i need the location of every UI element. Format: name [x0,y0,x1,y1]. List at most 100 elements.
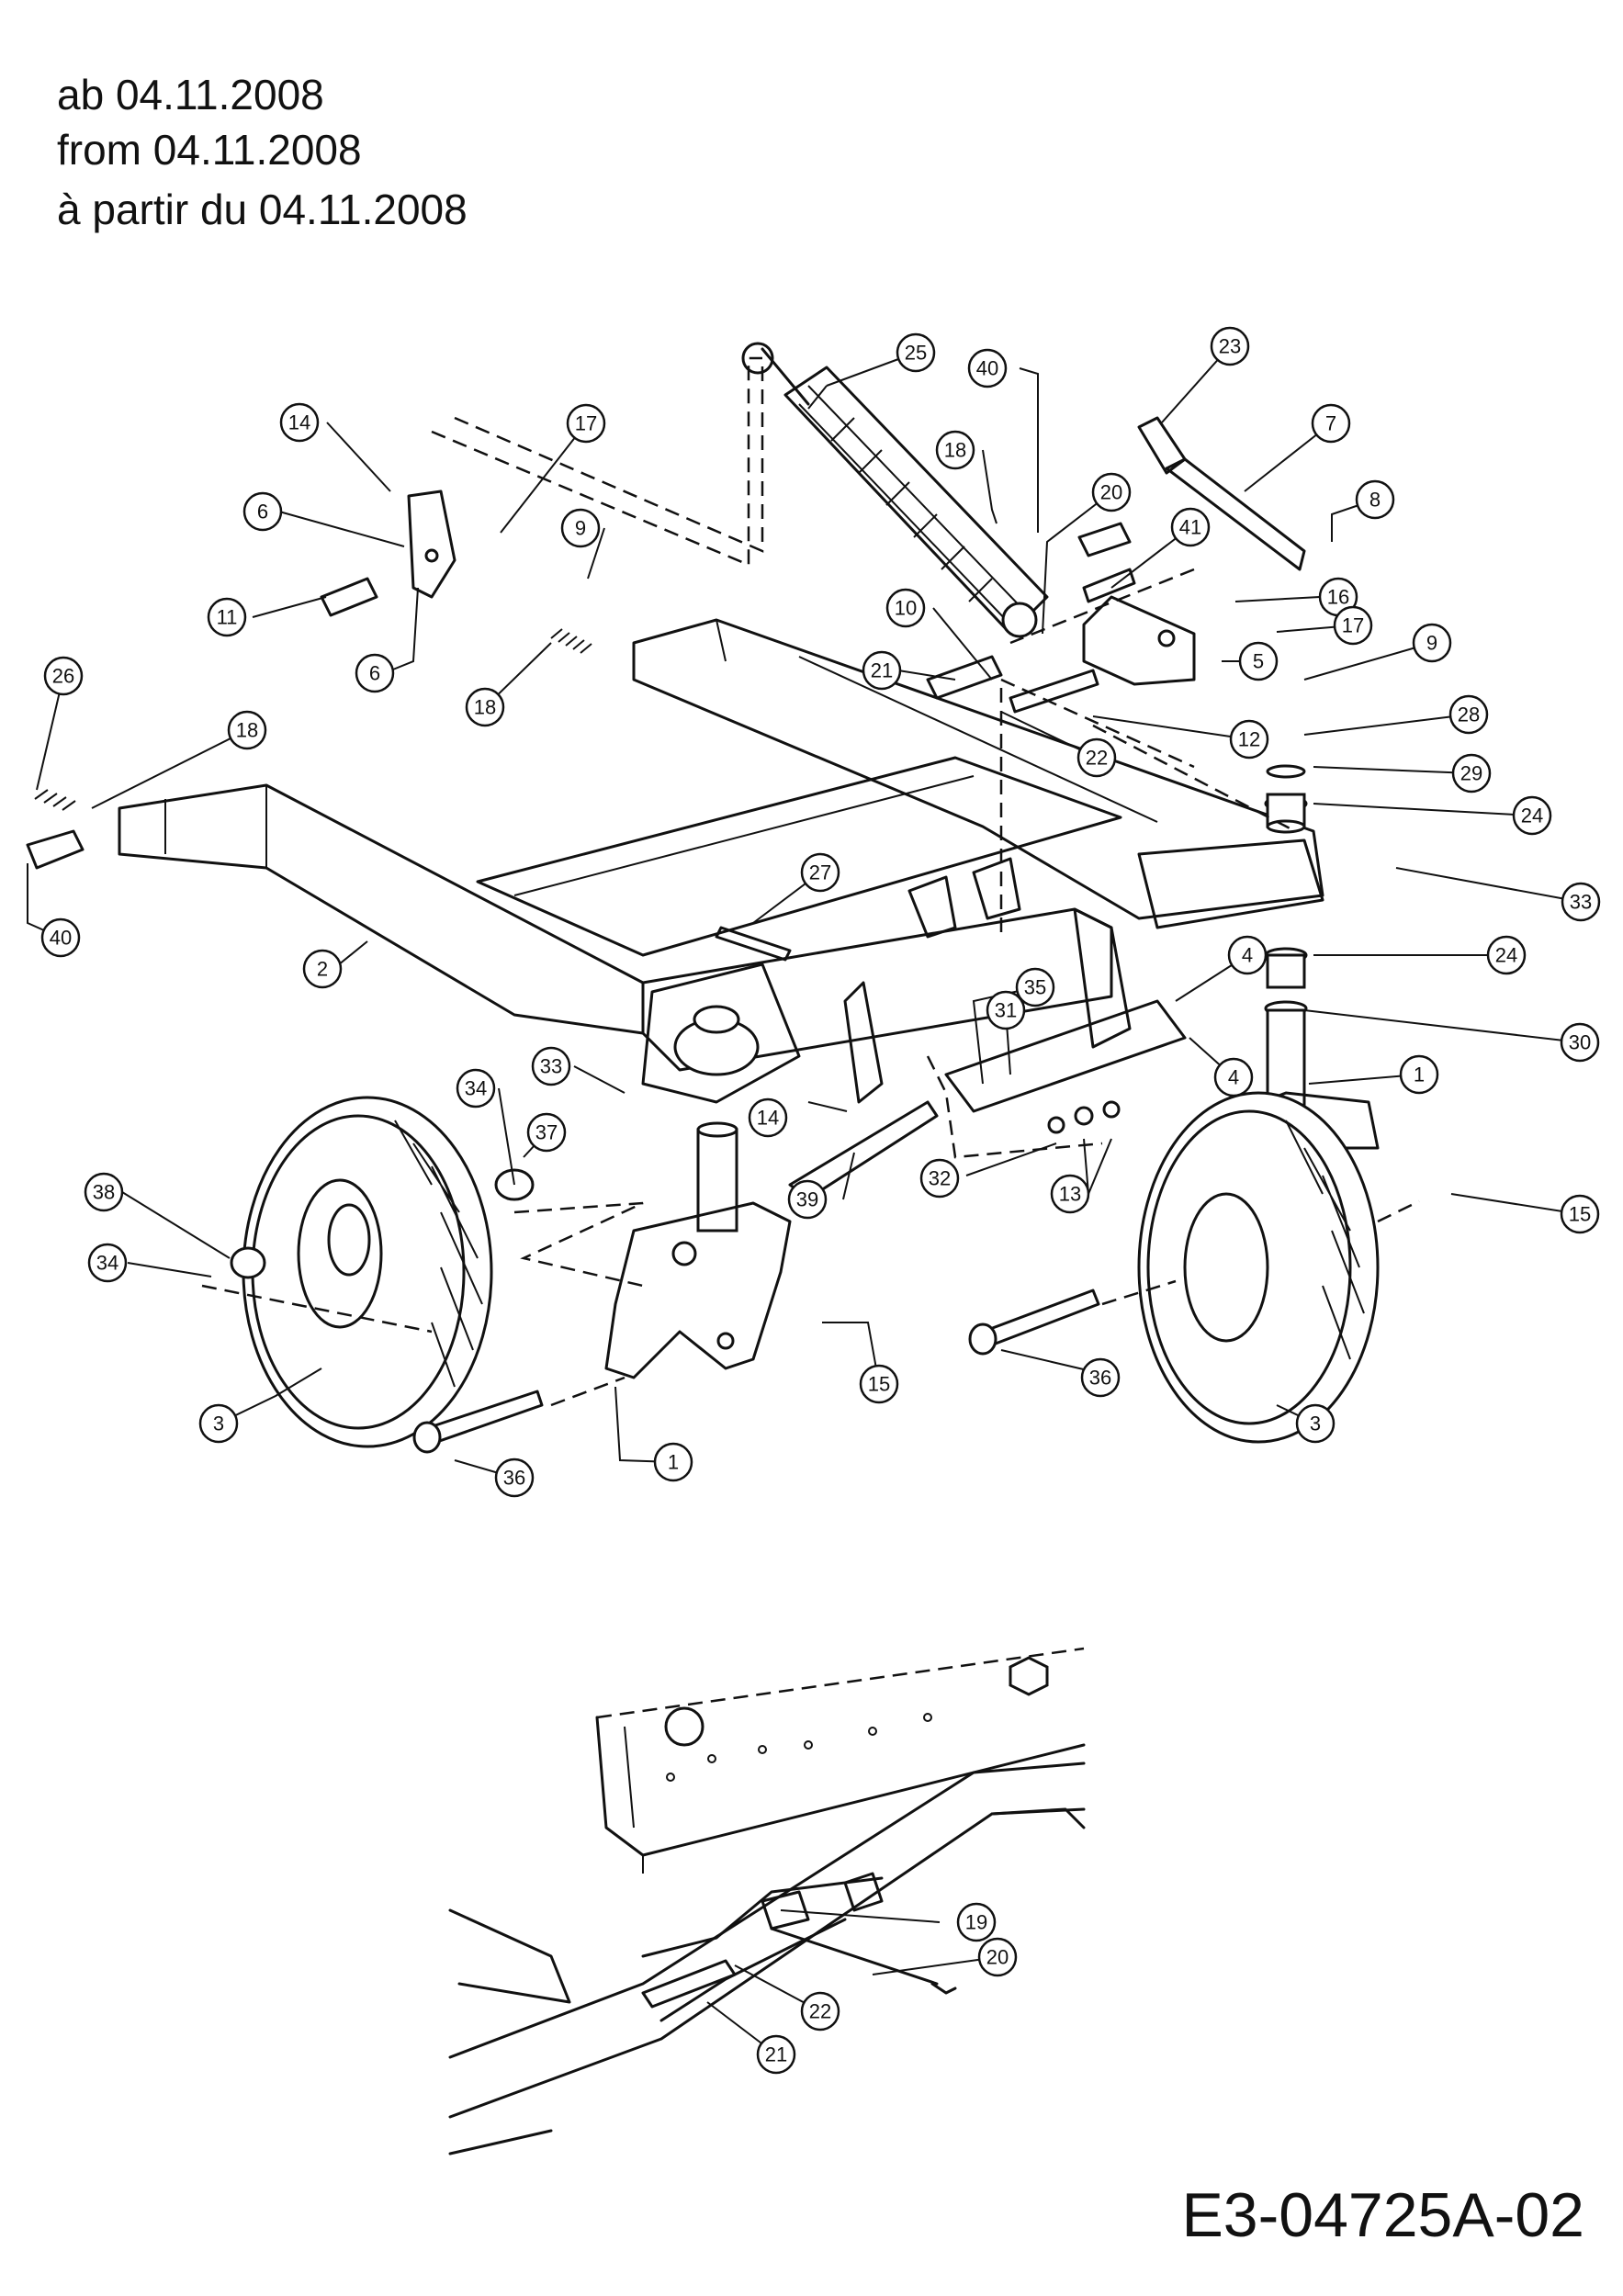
axle-bolts [412,1289,1100,1454]
callout-label: 18 [474,696,496,719]
callout-33: 33 [1561,882,1601,922]
callout-label: 16 [1327,586,1349,609]
header-valid-from-fr: à partir du 04.11.2008 [57,186,468,233]
callout-label: 11 [217,606,238,629]
callout-18: 18 [465,687,505,727]
callout-37: 37 [526,1112,567,1153]
callout-11: 11 [207,597,247,637]
callout-label: 29 [1460,762,1482,785]
callout-39: 39 [787,1179,828,1220]
callout-label: 14 [757,1107,779,1130]
callout-17: 17 [566,403,606,444]
callout-label: 12 [1238,728,1260,751]
callout-18: 18 [935,430,975,470]
callout-15: 15 [859,1364,899,1404]
callout-label: 13 [1059,1183,1081,1206]
callout-label: 4 [1228,1066,1239,1089]
callout-label: 8 [1369,489,1381,512]
callout-12: 12 [1229,719,1269,760]
callout-4: 4 [1213,1057,1254,1097]
callout-26: 26 [43,656,84,696]
callout-label: 10 [895,597,917,620]
callout-3: 3 [198,1403,239,1444]
callout-40: 40 [40,917,81,958]
callout-label: 33 [1570,891,1592,914]
right-bracket [1082,595,1196,686]
callout-label: 24 [1495,944,1517,967]
callout-label: 1 [668,1451,679,1474]
callout-label: 9 [575,517,586,540]
springs [34,628,592,811]
callout-28: 28 [1448,694,1489,735]
callout-label: 31 [995,999,1017,1022]
callout-41: 41 [1170,507,1211,547]
callout-20: 20 [1091,472,1132,512]
callout-23: 23 [1210,326,1250,366]
callout-1: 1 [653,1442,693,1482]
callout-label: 30 [1569,1031,1591,1054]
detail-view [448,1647,1086,2155]
callout-14: 14 [279,402,320,443]
callout-label: 9 [1426,632,1437,655]
callout-18: 18 [227,710,267,750]
callout-label: 17 [575,412,597,435]
callout-label: 6 [369,662,380,685]
callout-40: 40 [967,348,1008,388]
callout-label: 41 [1179,516,1201,539]
callout-label: 36 [1089,1367,1111,1390]
callout-label: 33 [540,1055,562,1078]
callout-label: 18 [236,719,258,742]
callout-label: 20 [986,1946,1009,1969]
pins [26,522,1136,870]
callout-27: 27 [800,852,840,893]
callout-label: 34 [96,1252,118,1275]
callout-label: 25 [905,342,927,365]
callout-34: 34 [456,1068,496,1109]
callout-4: 4 [1227,935,1268,975]
callout-label: 36 [503,1467,525,1490]
callout-label: 3 [213,1412,224,1435]
callout-16: 16 [1318,577,1358,617]
callout-7: 7 [1311,403,1351,444]
callout-19: 19 [956,1902,997,1942]
callout-33: 33 [531,1046,571,1086]
callout-6: 6 [355,653,395,693]
callout-label: 17 [1342,614,1364,637]
left-caster [604,1121,792,1379]
callout-label: 37 [535,1121,558,1144]
callout-35: 35 [1015,967,1055,1007]
left-bracket [407,490,456,599]
document-id: E3-04725A-02 [1181,2180,1584,2250]
callout-24: 24 [1486,935,1527,975]
left-wheel [230,1096,535,1448]
callout-10: 10 [885,588,926,628]
callout-label: 32 [929,1167,951,1190]
callout-32: 32 [919,1158,960,1199]
callout-label: 24 [1521,805,1543,827]
assembly-guide-lines [201,356,1420,1407]
callout-1: 1 [1399,1054,1439,1095]
callout-2: 2 [302,949,343,989]
callout-label: 4 [1242,944,1253,967]
callout-9: 9 [1412,623,1452,663]
callout-label: 15 [868,1373,890,1396]
callout-20: 20 [977,1937,1018,1977]
header-valid-from-de: ab 04.11.2008 [57,71,324,118]
callout-label: 40 [976,357,998,380]
callout-31: 31 [986,990,1026,1030]
callout-38: 38 [84,1172,124,1212]
callout-label: 22 [809,2000,831,2023]
callout-label: 5 [1253,650,1264,673]
callout-25: 25 [896,332,936,373]
callout-label: 14 [288,411,310,434]
header-valid-from-en: from 04.11.2008 [57,126,362,174]
callout-label: 6 [257,501,268,523]
callout-17: 17 [1333,605,1373,646]
callout-13: 13 [1050,1174,1090,1214]
callout-label: 26 [52,665,74,688]
callout-36: 36 [1080,1357,1121,1398]
callout-label: 21 [765,2043,787,2066]
callout-label: 1 [1414,1064,1425,1086]
callout-24: 24 [1512,795,1552,836]
